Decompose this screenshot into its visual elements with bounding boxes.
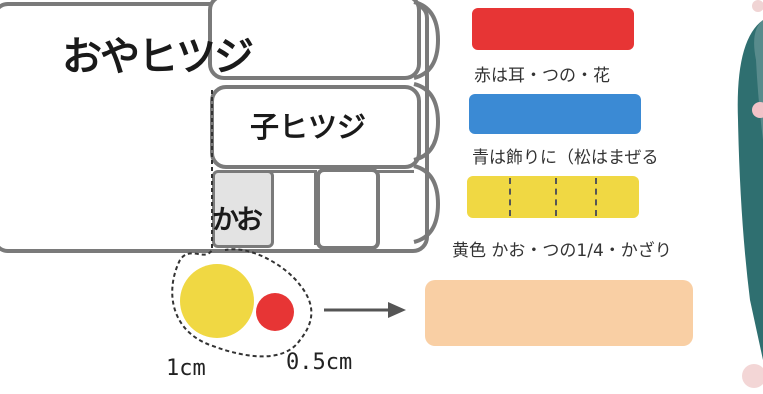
legend-swatch-yellow [467, 176, 639, 218]
child-sheep-cell [210, 85, 421, 169]
ear-cell [268, 170, 317, 245]
legend-swatch-blue [469, 94, 641, 134]
small-circle-size: 0.5cm [286, 350, 353, 375]
yellow-cut-line-2 [555, 178, 557, 216]
photo-edge-decoration [737, 0, 763, 388]
arrow-icon [324, 302, 406, 318]
result-shape [425, 280, 693, 346]
legend-text-blue: 青は飾りに（松はまぜる [472, 148, 659, 168]
yellow-cut-line-1 [509, 178, 511, 216]
face-label: かお [212, 205, 263, 236]
bracket-lines [413, 0, 441, 244]
large-circle-size: 1cm [166, 356, 206, 381]
legend-text-yellow: 黄色 かお・つの1/4・かざり [452, 241, 672, 261]
horn-cell [316, 168, 380, 250]
parent-sheep-cell [208, 0, 421, 80]
circle-diagram [180, 264, 294, 338]
face-cell [212, 170, 274, 248]
dashed-guide [171, 90, 313, 358]
parent-sheep-label: おやヒツジ [62, 34, 254, 80]
deco-cell [376, 170, 414, 245]
child-sheep-label: 子ヒツジ [250, 110, 367, 144]
legend-swatch-red [472, 8, 634, 50]
small-red-circle [256, 293, 294, 331]
legend-text-red: 赤は耳・つの・花 [474, 66, 610, 86]
yellow-cut-line-3 [595, 178, 597, 216]
large-yellow-circle [180, 264, 254, 338]
